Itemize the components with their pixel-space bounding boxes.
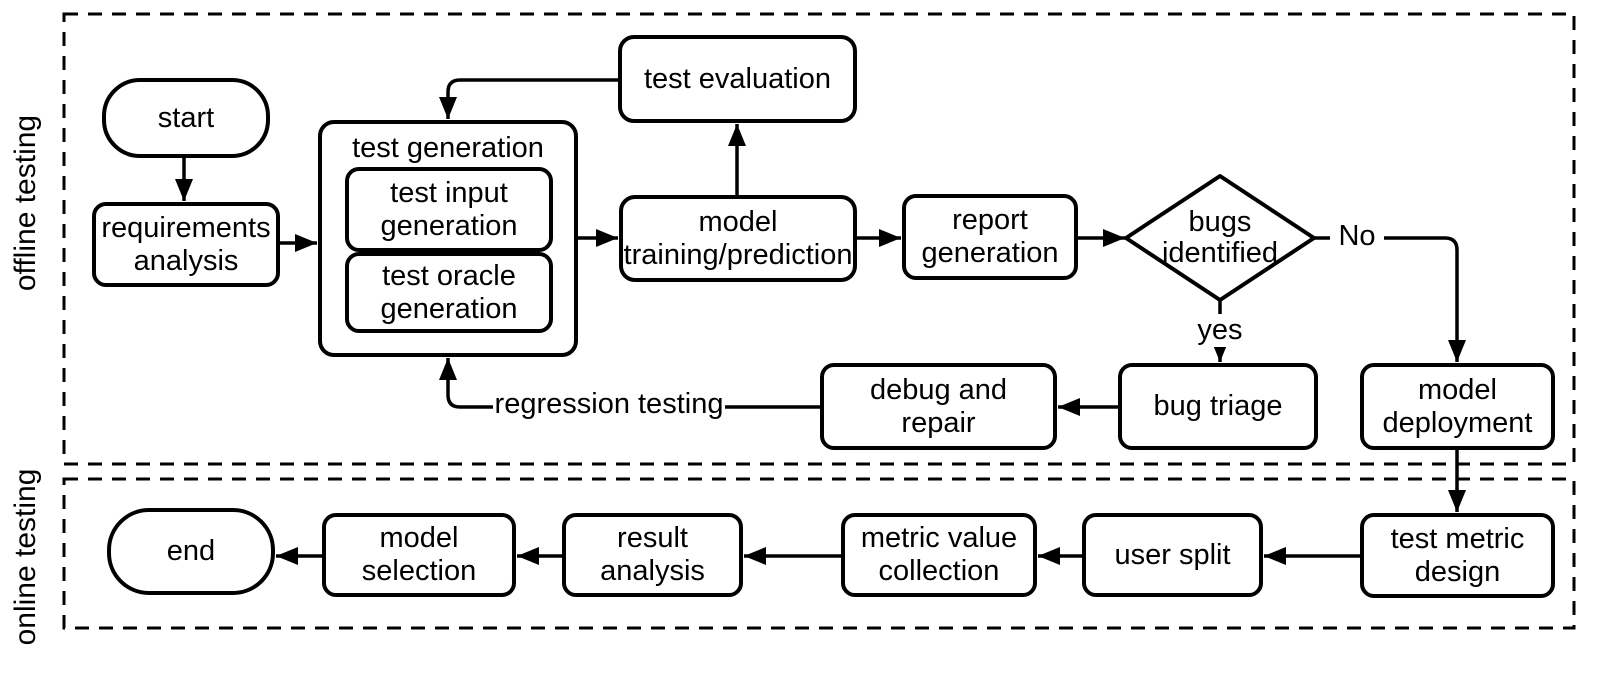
offline-testing-frame <box>62 12 1576 466</box>
node-start: start <box>102 78 270 158</box>
section-label-online-testing: online testing <box>9 468 42 646</box>
node-debug-and-repair: debug and repair <box>820 363 1057 450</box>
node-metric-value-collection: metric value collection <box>841 513 1037 597</box>
node-model-deployment: model deployment <box>1360 363 1555 450</box>
node-test-generation-title: test generation <box>352 132 544 164</box>
edge-bugs-identified-no-to-model-deployment <box>1314 236 1466 362</box>
edge-debug-repair-to-test-generation <box>439 358 820 409</box>
node-report-generation: report generation <box>902 194 1078 280</box>
bugs-identified-diamond <box>1124 174 1316 302</box>
node-model-selection: model selection <box>322 513 516 597</box>
node-test-oracle-generation: test oracle generation <box>345 252 553 333</box>
node-result-analysis: result analysis <box>562 513 743 597</box>
node-bug-triage: bug triage <box>1118 363 1318 450</box>
node-test-evaluation: test evaluation <box>618 35 857 123</box>
edge-test-evaluation-to-test-generation <box>439 78 618 119</box>
edge-label-regression-testing: regression testing <box>493 388 725 421</box>
node-test-input-generation: test input generation <box>345 167 553 252</box>
node-user-split: user split <box>1082 513 1263 597</box>
online-testing-frame <box>62 477 1576 630</box>
section-label-offline-testing: offline testing <box>9 114 42 292</box>
node-requirements-analysis: requirements analysis <box>92 202 280 287</box>
node-end: end <box>107 508 275 595</box>
node-bugs-identified-label: bugs identified <box>1161 206 1279 269</box>
edge-label-no: No <box>1330 220 1384 253</box>
node-model-training-prediction: model training/prediction <box>619 195 857 282</box>
node-test-metric-design: test metric design <box>1360 513 1555 598</box>
edge-label-yes: yes <box>1193 314 1247 347</box>
